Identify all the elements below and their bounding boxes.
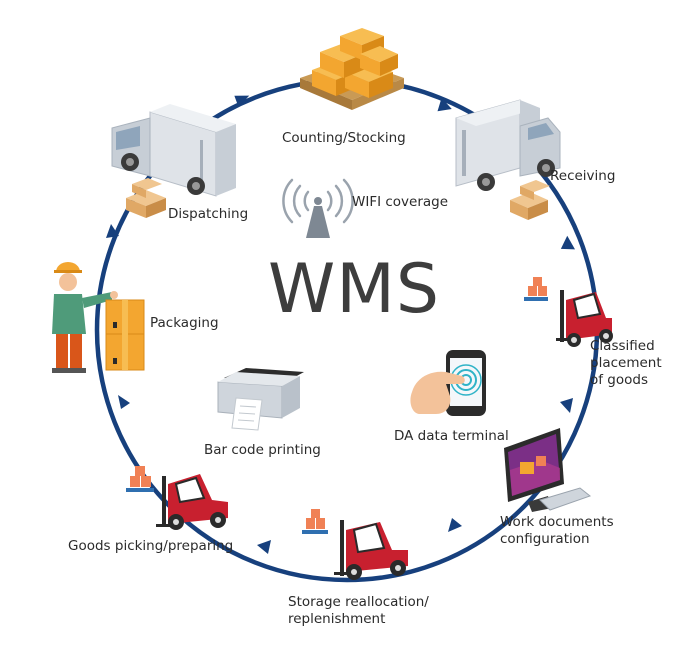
label-dispatching: Dispatching xyxy=(168,206,249,222)
printer-icon xyxy=(217,368,304,431)
arrow-left-lower xyxy=(118,395,130,409)
label-counting-stocking: Counting/Stocking xyxy=(282,130,406,146)
dispatching-boxes-icon xyxy=(126,178,166,218)
pallet-boxes-icon xyxy=(300,28,404,110)
receiving-truck-icon xyxy=(455,99,561,191)
computer-monitor-icon xyxy=(504,428,592,512)
arrow-top-left xyxy=(234,95,250,108)
picking-forklift-icon xyxy=(126,466,228,530)
label-storage-line-1: Storage reallocation/ xyxy=(288,594,429,610)
dispatching-truck-icon xyxy=(111,104,236,197)
label-wifi-coverage: WIFI coverage xyxy=(352,194,449,210)
arrow-right-lower xyxy=(560,398,573,413)
label-work-documents-line-1: Work documents xyxy=(500,514,614,530)
wifi-antenna-icon xyxy=(282,178,354,238)
arrow-bottom-right xyxy=(448,518,462,532)
storage-forklift-icon xyxy=(302,509,408,580)
packaging-worker-icon xyxy=(52,262,118,373)
cycle-arrows xyxy=(106,95,576,554)
label-classified-placement: Classified placement of goods xyxy=(590,338,680,389)
arrow-bottom-center xyxy=(257,540,271,554)
arrow-top-right xyxy=(437,97,452,112)
hand-touch-phone-icon xyxy=(410,350,486,416)
classified-forklift-icon xyxy=(524,277,613,347)
center-title: WMS xyxy=(268,250,441,329)
label-work-documents-line-2: configuration xyxy=(500,531,590,547)
label-classified-line-1: Classified xyxy=(590,338,655,354)
label-packaging: Packaging xyxy=(150,315,219,331)
label-da-data-terminal: DA data terminal xyxy=(394,428,509,444)
label-storage-reallocation: Storage reallocation/ replenishment xyxy=(288,594,468,628)
label-goods-picking: Goods picking/preparing xyxy=(68,538,234,554)
arrow-right-upper xyxy=(560,235,576,250)
arrow-left-upper xyxy=(106,224,119,238)
label-receiving: Receiving xyxy=(550,168,616,184)
label-work-documents: Work documents configuration xyxy=(500,514,650,548)
label-classified-line-2: placement xyxy=(590,355,662,371)
label-classified-line-3: of goods xyxy=(590,372,648,388)
receiving-boxes-icon xyxy=(510,180,550,220)
packaging-boxes-icon xyxy=(105,299,145,371)
label-storage-line-2: replenishment xyxy=(288,611,386,627)
label-bar-code-printing: Bar code printing xyxy=(204,442,321,458)
